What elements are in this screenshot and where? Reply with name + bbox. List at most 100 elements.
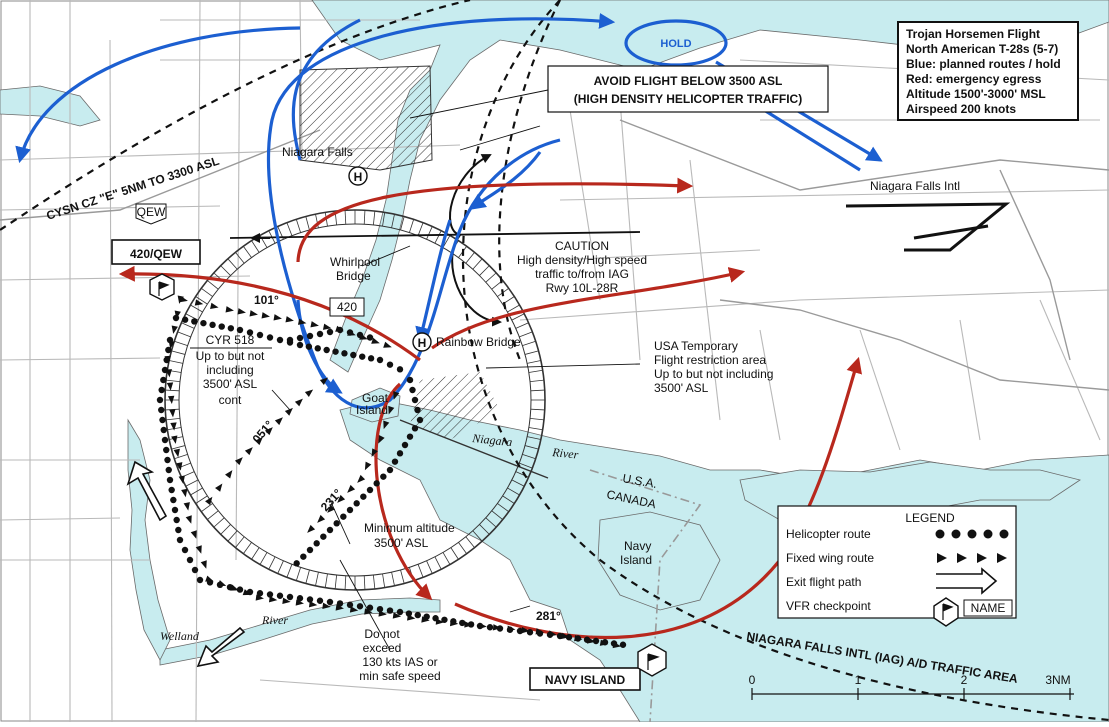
fixed-wing-marker xyxy=(393,391,400,400)
helicopter-route-dot xyxy=(366,604,374,611)
helicopter-route-dot xyxy=(246,329,254,336)
blue-route-top xyxy=(15,26,301,164)
legend-triangle xyxy=(977,553,987,563)
legend-title: LEGEND xyxy=(905,511,955,525)
helicopter-route-dot xyxy=(170,496,177,504)
fixed-wing-marker xyxy=(230,584,239,591)
fixed-wing-marker xyxy=(166,382,174,391)
fixed-wing-marker xyxy=(357,474,366,483)
fixed-wing-marker xyxy=(273,314,282,321)
fixed-wing-marker xyxy=(171,435,178,444)
helicopter-route-dot xyxy=(256,331,264,339)
helicopter-route-dot xyxy=(326,328,334,336)
fixed-wing-marker xyxy=(225,306,234,313)
helicopter-route-dot xyxy=(181,546,189,554)
fixed-wing-marker xyxy=(294,398,303,407)
helicopter-route-dot xyxy=(416,416,424,424)
heliport-letter-2: H xyxy=(418,336,427,350)
helicopter-route-dot xyxy=(406,376,414,384)
fixed-wing-marker xyxy=(181,488,188,498)
helicopter-route-dot xyxy=(218,323,225,330)
cyr-line-5: cont xyxy=(219,393,242,407)
helicopter-route-dot xyxy=(459,619,466,627)
place-river: River xyxy=(551,445,580,462)
fixed-wing-marker xyxy=(586,637,596,644)
legend-checkpoint: VFR checkpoint xyxy=(786,599,871,613)
helicopter-route-dot xyxy=(256,590,264,597)
heading-051: 051° xyxy=(250,418,277,446)
fixed-wing-marker xyxy=(347,484,356,493)
helicopter-route-dot xyxy=(168,486,175,494)
helicopter-route-dot xyxy=(300,553,307,560)
helicopter-route-dot xyxy=(411,425,419,432)
place-welland-river: River xyxy=(261,613,288,627)
fixed-wing-marker xyxy=(337,494,346,503)
helicopter-route-dot xyxy=(166,476,174,484)
helicopter-route-dot xyxy=(414,406,421,414)
fixed-wing-marker xyxy=(359,333,368,340)
fixed-wing-marker xyxy=(407,614,416,621)
fixed-wing-marker xyxy=(210,302,219,309)
fixed-wing-marker xyxy=(168,340,175,349)
helicopter-route-dot xyxy=(360,493,367,500)
fixed-wing-marker xyxy=(165,369,173,378)
helicopter-route-dot xyxy=(376,356,384,364)
helicopter-route-dot xyxy=(266,334,274,341)
leader-lines xyxy=(271,89,641,651)
helicopter-route-dot xyxy=(366,486,374,494)
legend-name-box: NAME xyxy=(971,601,1006,615)
fixed-wing-marker xyxy=(535,628,544,635)
helicopter-route-dot xyxy=(366,334,374,341)
fixed-wing-marker xyxy=(421,616,430,623)
navy-island xyxy=(597,511,721,611)
red-egress-west xyxy=(118,265,421,362)
usa-line-2: Flight restriction area xyxy=(654,353,766,367)
fixed-wing-marker xyxy=(164,355,171,364)
red-egress-long xyxy=(454,356,862,640)
fixed-wing-marker xyxy=(169,409,176,418)
legend: LEGEND Helicopter route Fixed wing route… xyxy=(777,505,1017,627)
cyr518-circle xyxy=(164,209,549,591)
airspace-label: CYSN CZ "E" 5NM TO 3300 ASL xyxy=(45,154,221,223)
helicopter-route-dot xyxy=(160,426,167,434)
place-niagara: Niagara xyxy=(471,431,513,449)
caution-line-2: High density/High speed xyxy=(517,253,647,267)
fixed-wing-marker xyxy=(297,318,307,325)
info-line-3: Blue: planned routes / hold xyxy=(906,57,1061,71)
helicopter-route-dot xyxy=(305,343,313,350)
helicopter-route-dot xyxy=(293,560,300,567)
helicopter-route-dot xyxy=(236,326,244,334)
chippawa-creek xyxy=(127,418,171,661)
cyr-line-2: Up to but not xyxy=(196,349,265,363)
usa-line-3: Up to but not including xyxy=(654,367,773,381)
fixed-wing-marker xyxy=(282,597,291,605)
helicopter-route-dot xyxy=(326,526,334,534)
legend-exit: Exit flight path xyxy=(786,575,861,589)
helicopter-route-dot xyxy=(592,637,600,645)
place-welland: Welland xyxy=(160,629,200,643)
helicopter-route-dot xyxy=(163,446,170,454)
caution-line-3: traffic to/from IAG xyxy=(535,267,629,281)
airport-label: Niagara Falls Intl xyxy=(870,179,960,193)
goat-island xyxy=(349,387,401,423)
fixed-wing-marker xyxy=(347,329,356,336)
helicopter-route-dot xyxy=(359,353,366,360)
helicopter-route-dot xyxy=(414,611,421,619)
helicopter-route-dot xyxy=(236,586,244,593)
min-alt-line-2: 3500' ASL xyxy=(374,536,429,550)
info-line-4: Red: emergency egress xyxy=(906,72,1042,86)
fixed-wing-marker xyxy=(322,323,332,330)
fixed-wing-marker xyxy=(284,407,293,416)
helicopter-route-dot xyxy=(296,595,304,602)
heading-281: 281° xyxy=(536,609,561,623)
helicopter-route-dot xyxy=(165,466,172,474)
helicopter-route-dot xyxy=(316,330,324,338)
fixed-wing-marker xyxy=(234,457,243,466)
fixed-wing-marker xyxy=(285,316,294,323)
helicopter-route-dot xyxy=(227,325,235,332)
fixed-wing-marker xyxy=(170,422,177,431)
legend-fixed-wing: Fixed wing route xyxy=(786,551,874,565)
fixed-wing-marker xyxy=(167,395,175,404)
helicopter-route-dot xyxy=(386,361,394,368)
